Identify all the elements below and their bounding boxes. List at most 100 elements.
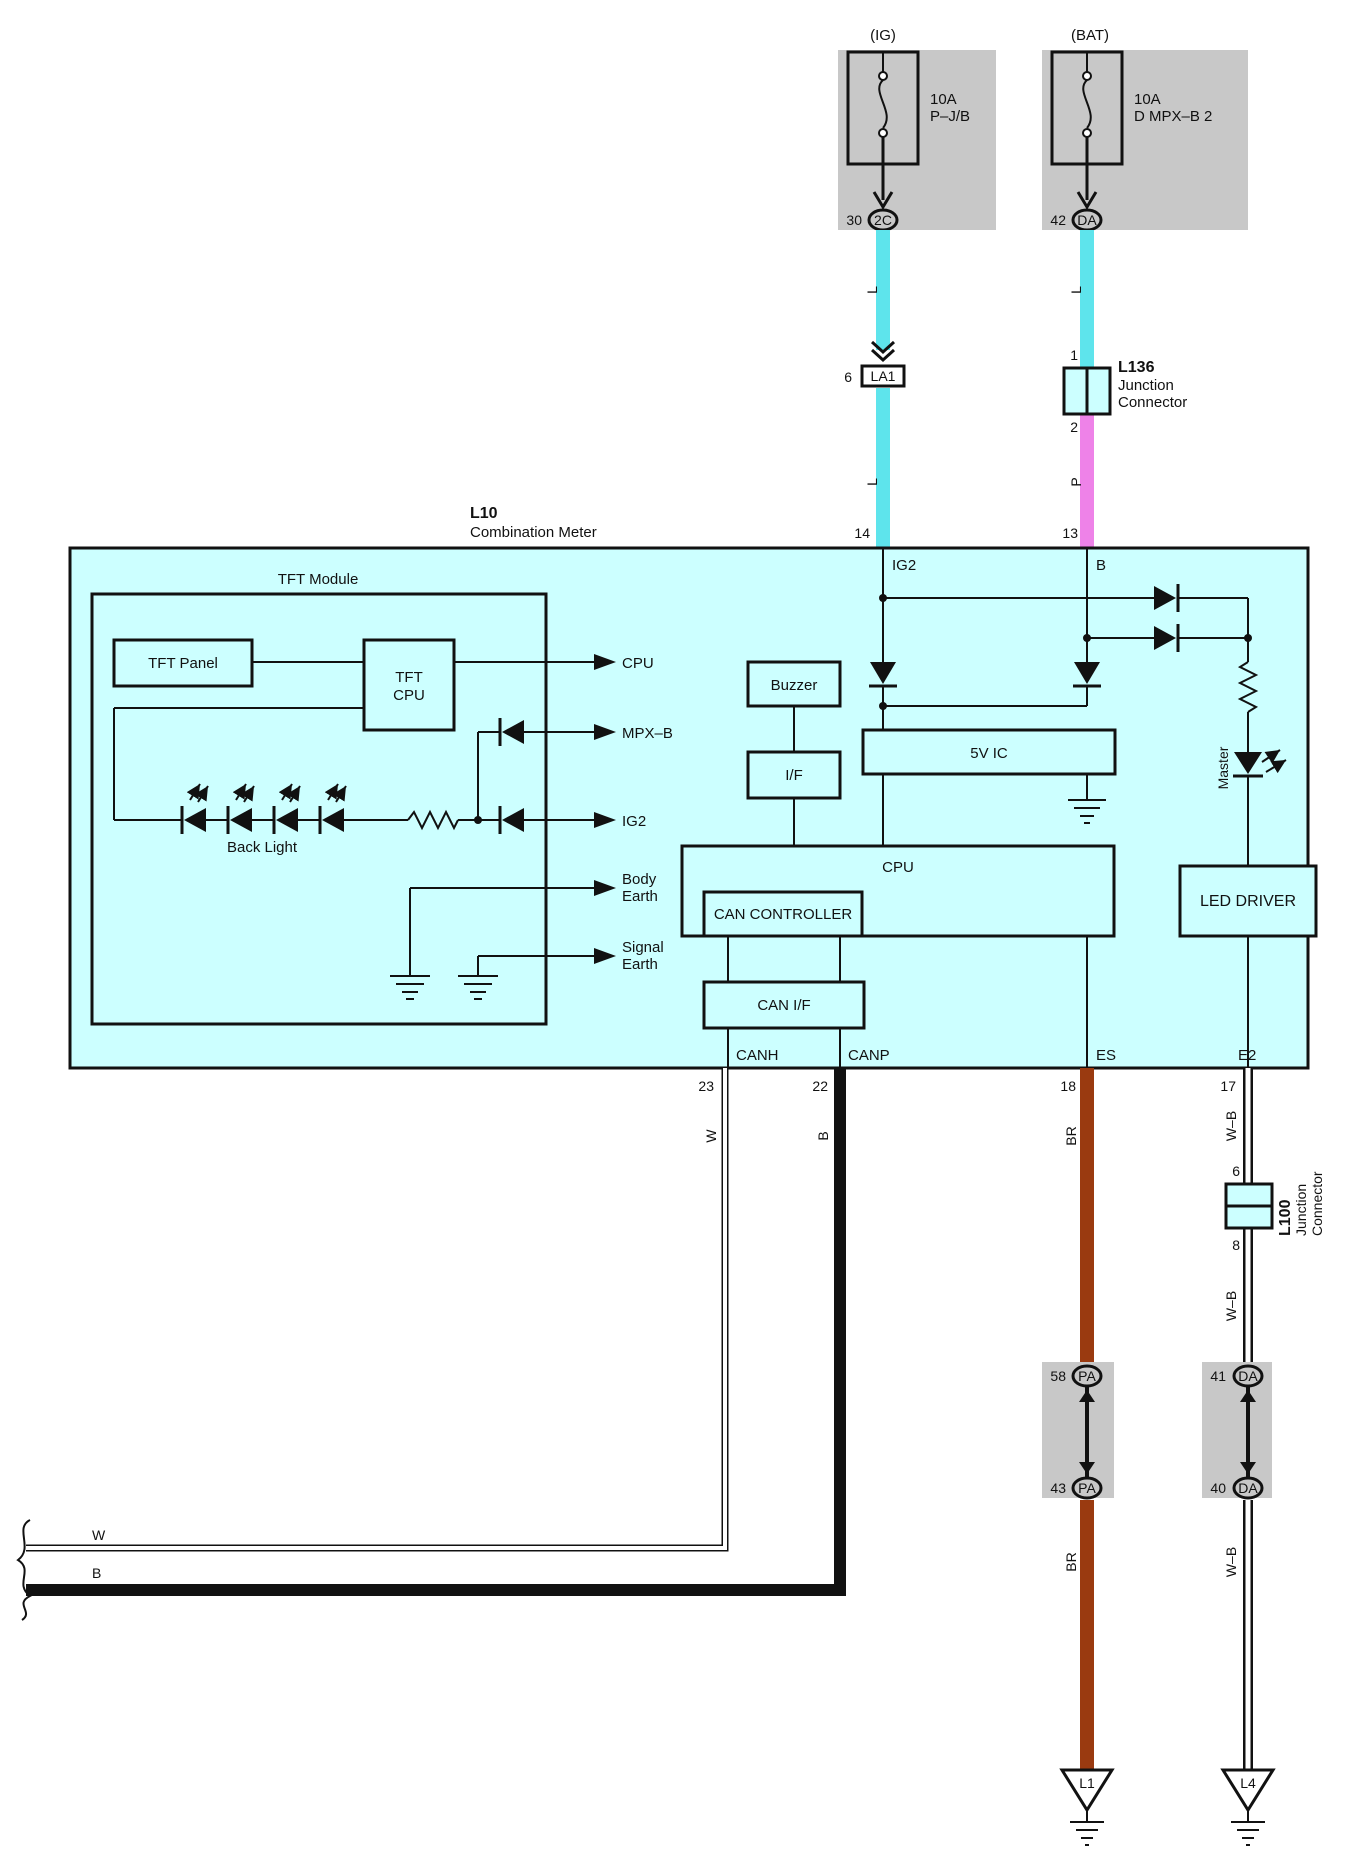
led-driver-label: LED DRIVER bbox=[1200, 893, 1296, 910]
meter-code: L10 bbox=[470, 505, 498, 522]
pin-42: 42 bbox=[1050, 212, 1066, 228]
wire-code-wb-mid: W–B bbox=[1223, 1291, 1239, 1321]
connector-l100-name1: Junction bbox=[1293, 1184, 1309, 1236]
output-body-earth-2: Earth bbox=[622, 888, 658, 905]
connector-pa-top-code: PA bbox=[1078, 1368, 1096, 1384]
ground-l4: L4 bbox=[1220, 1768, 1276, 1846]
connector-l136: 1 2 L136 Junction Connector bbox=[1062, 347, 1187, 435]
output-ig2: IG2 bbox=[622, 813, 646, 830]
fuse-ig: 2C 30 (IG) 10A P–J/B bbox=[838, 27, 996, 232]
led-driver-block bbox=[1178, 864, 1318, 938]
output-signal-earth-2: Earth bbox=[622, 956, 658, 973]
wire-code-l-right: L bbox=[1068, 286, 1084, 294]
wire-code-b: B bbox=[815, 1131, 831, 1140]
wire-ig-blue: L L bbox=[864, 230, 890, 550]
buzzer-label: Buzzer bbox=[771, 677, 818, 694]
connector-l136-name1: Junction bbox=[1118, 377, 1174, 394]
cpu-label: CPU bbox=[882, 859, 914, 876]
fuse-ig-icon bbox=[878, 79, 888, 129]
wire-break-icon bbox=[16, 1519, 32, 1621]
wire-es-brown: BR BR bbox=[1063, 1068, 1094, 1770]
pin-14: 14 bbox=[854, 525, 870, 541]
terminal-canh: CANH bbox=[736, 1047, 779, 1064]
connector-l136-pin-bottom: 2 bbox=[1070, 419, 1078, 435]
connector-da-code: DA bbox=[1077, 212, 1097, 228]
wire-code-l-bottom: L bbox=[864, 478, 880, 486]
wire-canh-white: W W bbox=[26, 1068, 729, 1552]
connector-da-top-code: DA bbox=[1238, 1368, 1258, 1384]
back-light-led-1 bbox=[180, 783, 209, 834]
pin-13: 13 bbox=[1062, 525, 1078, 541]
arrow-signal-earth bbox=[594, 948, 616, 964]
wire-code-l-top: L bbox=[864, 286, 880, 294]
ground-signal-icon bbox=[458, 975, 498, 1000]
output-body-earth-1: Body bbox=[622, 871, 657, 888]
arrow-mpxb bbox=[594, 724, 616, 740]
ground-l1: L1 bbox=[1059, 1768, 1115, 1846]
fuse-bat-amp: 10A bbox=[1134, 91, 1161, 108]
connector-l100-name2: Connector bbox=[1309, 1171, 1325, 1236]
resistor-backlight bbox=[407, 809, 459, 831]
ground-body-icon bbox=[390, 975, 430, 1000]
output-mpxb: MPX–B bbox=[622, 725, 673, 742]
wire-bat-blue bbox=[1080, 230, 1094, 368]
tft-module: TFT Module TFT Panel TFT CPU CPU bbox=[90, 571, 673, 1026]
wire-code-p: P bbox=[1068, 477, 1084, 486]
fuse-ig-name: P–J/B bbox=[930, 108, 970, 125]
meter-box bbox=[68, 546, 1310, 1070]
connector-l136-code: L136 bbox=[1118, 359, 1155, 376]
connector-la1-box bbox=[860, 364, 906, 388]
wire-code-br-top: BR bbox=[1063, 1126, 1079, 1145]
connector-l136-pin-top: 1 bbox=[1070, 347, 1078, 363]
wire-bat-pink bbox=[1080, 414, 1094, 550]
tft-panel-label: TFT Panel bbox=[148, 655, 218, 672]
wire-code-b-bus: B bbox=[92, 1565, 101, 1581]
tft-module-title: TFT Module bbox=[278, 571, 359, 588]
ic-5v-block bbox=[861, 728, 1117, 776]
combination-meter: L10 Combination Meter 14 13 IG2 B bbox=[68, 505, 1318, 1070]
pin-18: 18 bbox=[1060, 1078, 1076, 1094]
fuse-bat-name: D MPX–B 2 bbox=[1134, 108, 1212, 125]
wire-canp-black: B B bbox=[26, 1068, 846, 1596]
tft-module-box bbox=[90, 592, 548, 1026]
output-signal-earth-1: Signal bbox=[622, 939, 664, 956]
wire-code-w: W bbox=[703, 1129, 719, 1143]
wire-bat: L P bbox=[1068, 230, 1094, 550]
wire-ig-upper bbox=[876, 230, 890, 350]
connector-pa-bottom bbox=[1071, 1476, 1103, 1500]
ground-l1-label: L1 bbox=[1079, 1775, 1095, 1791]
tft-cpu-line1: TFT bbox=[395, 669, 423, 686]
tft-cpu-line2: CPU bbox=[393, 687, 425, 704]
arrow-cpu bbox=[594, 654, 616, 670]
fuse-ig-amp: 10A bbox=[930, 91, 957, 108]
connector-da-pair-shade bbox=[1202, 1362, 1272, 1498]
back-light-led-2 bbox=[226, 783, 255, 834]
connector-da-bottom bbox=[1232, 1476, 1264, 1500]
connector-da-bottom-code: DA bbox=[1238, 1480, 1258, 1496]
connector-la1-code: LA1 bbox=[871, 368, 896, 384]
can-controller-block bbox=[702, 890, 864, 938]
arrow-body-earth bbox=[594, 880, 616, 896]
connector-da-bottom-pin: 40 bbox=[1210, 1480, 1226, 1496]
terminal-canp: CANP bbox=[848, 1047, 890, 1064]
connector-da-pair: DA 41 DA 40 bbox=[1202, 1362, 1272, 1500]
meter-name: Combination Meter bbox=[470, 524, 597, 541]
source-ig-label: (IG) bbox=[870, 27, 896, 44]
ground-5v-icon bbox=[1068, 799, 1106, 824]
can-if-block bbox=[702, 980, 866, 1030]
if-label: I/F bbox=[785, 767, 803, 784]
ground-l1-triangle bbox=[1059, 1768, 1115, 1813]
terminal-b: B bbox=[1096, 557, 1106, 574]
diode-ig2-tft bbox=[498, 806, 524, 834]
terminal-ig2: IG2 bbox=[892, 557, 916, 574]
ground-l4-triangle bbox=[1220, 1768, 1276, 1813]
connector-pa-bottom-code: PA bbox=[1078, 1480, 1096, 1496]
connector-2c-code: 2C bbox=[874, 212, 892, 228]
back-light-led-3 bbox=[272, 783, 301, 834]
ground-l4-label: L4 bbox=[1240, 1775, 1256, 1791]
tft-panel-block bbox=[112, 638, 254, 688]
fuse-bat-icon bbox=[1082, 79, 1092, 129]
can-controller-label: CAN CONTROLLER bbox=[714, 906, 853, 923]
arrow-ig2 bbox=[594, 812, 616, 828]
wire-ig-lower bbox=[876, 388, 890, 550]
